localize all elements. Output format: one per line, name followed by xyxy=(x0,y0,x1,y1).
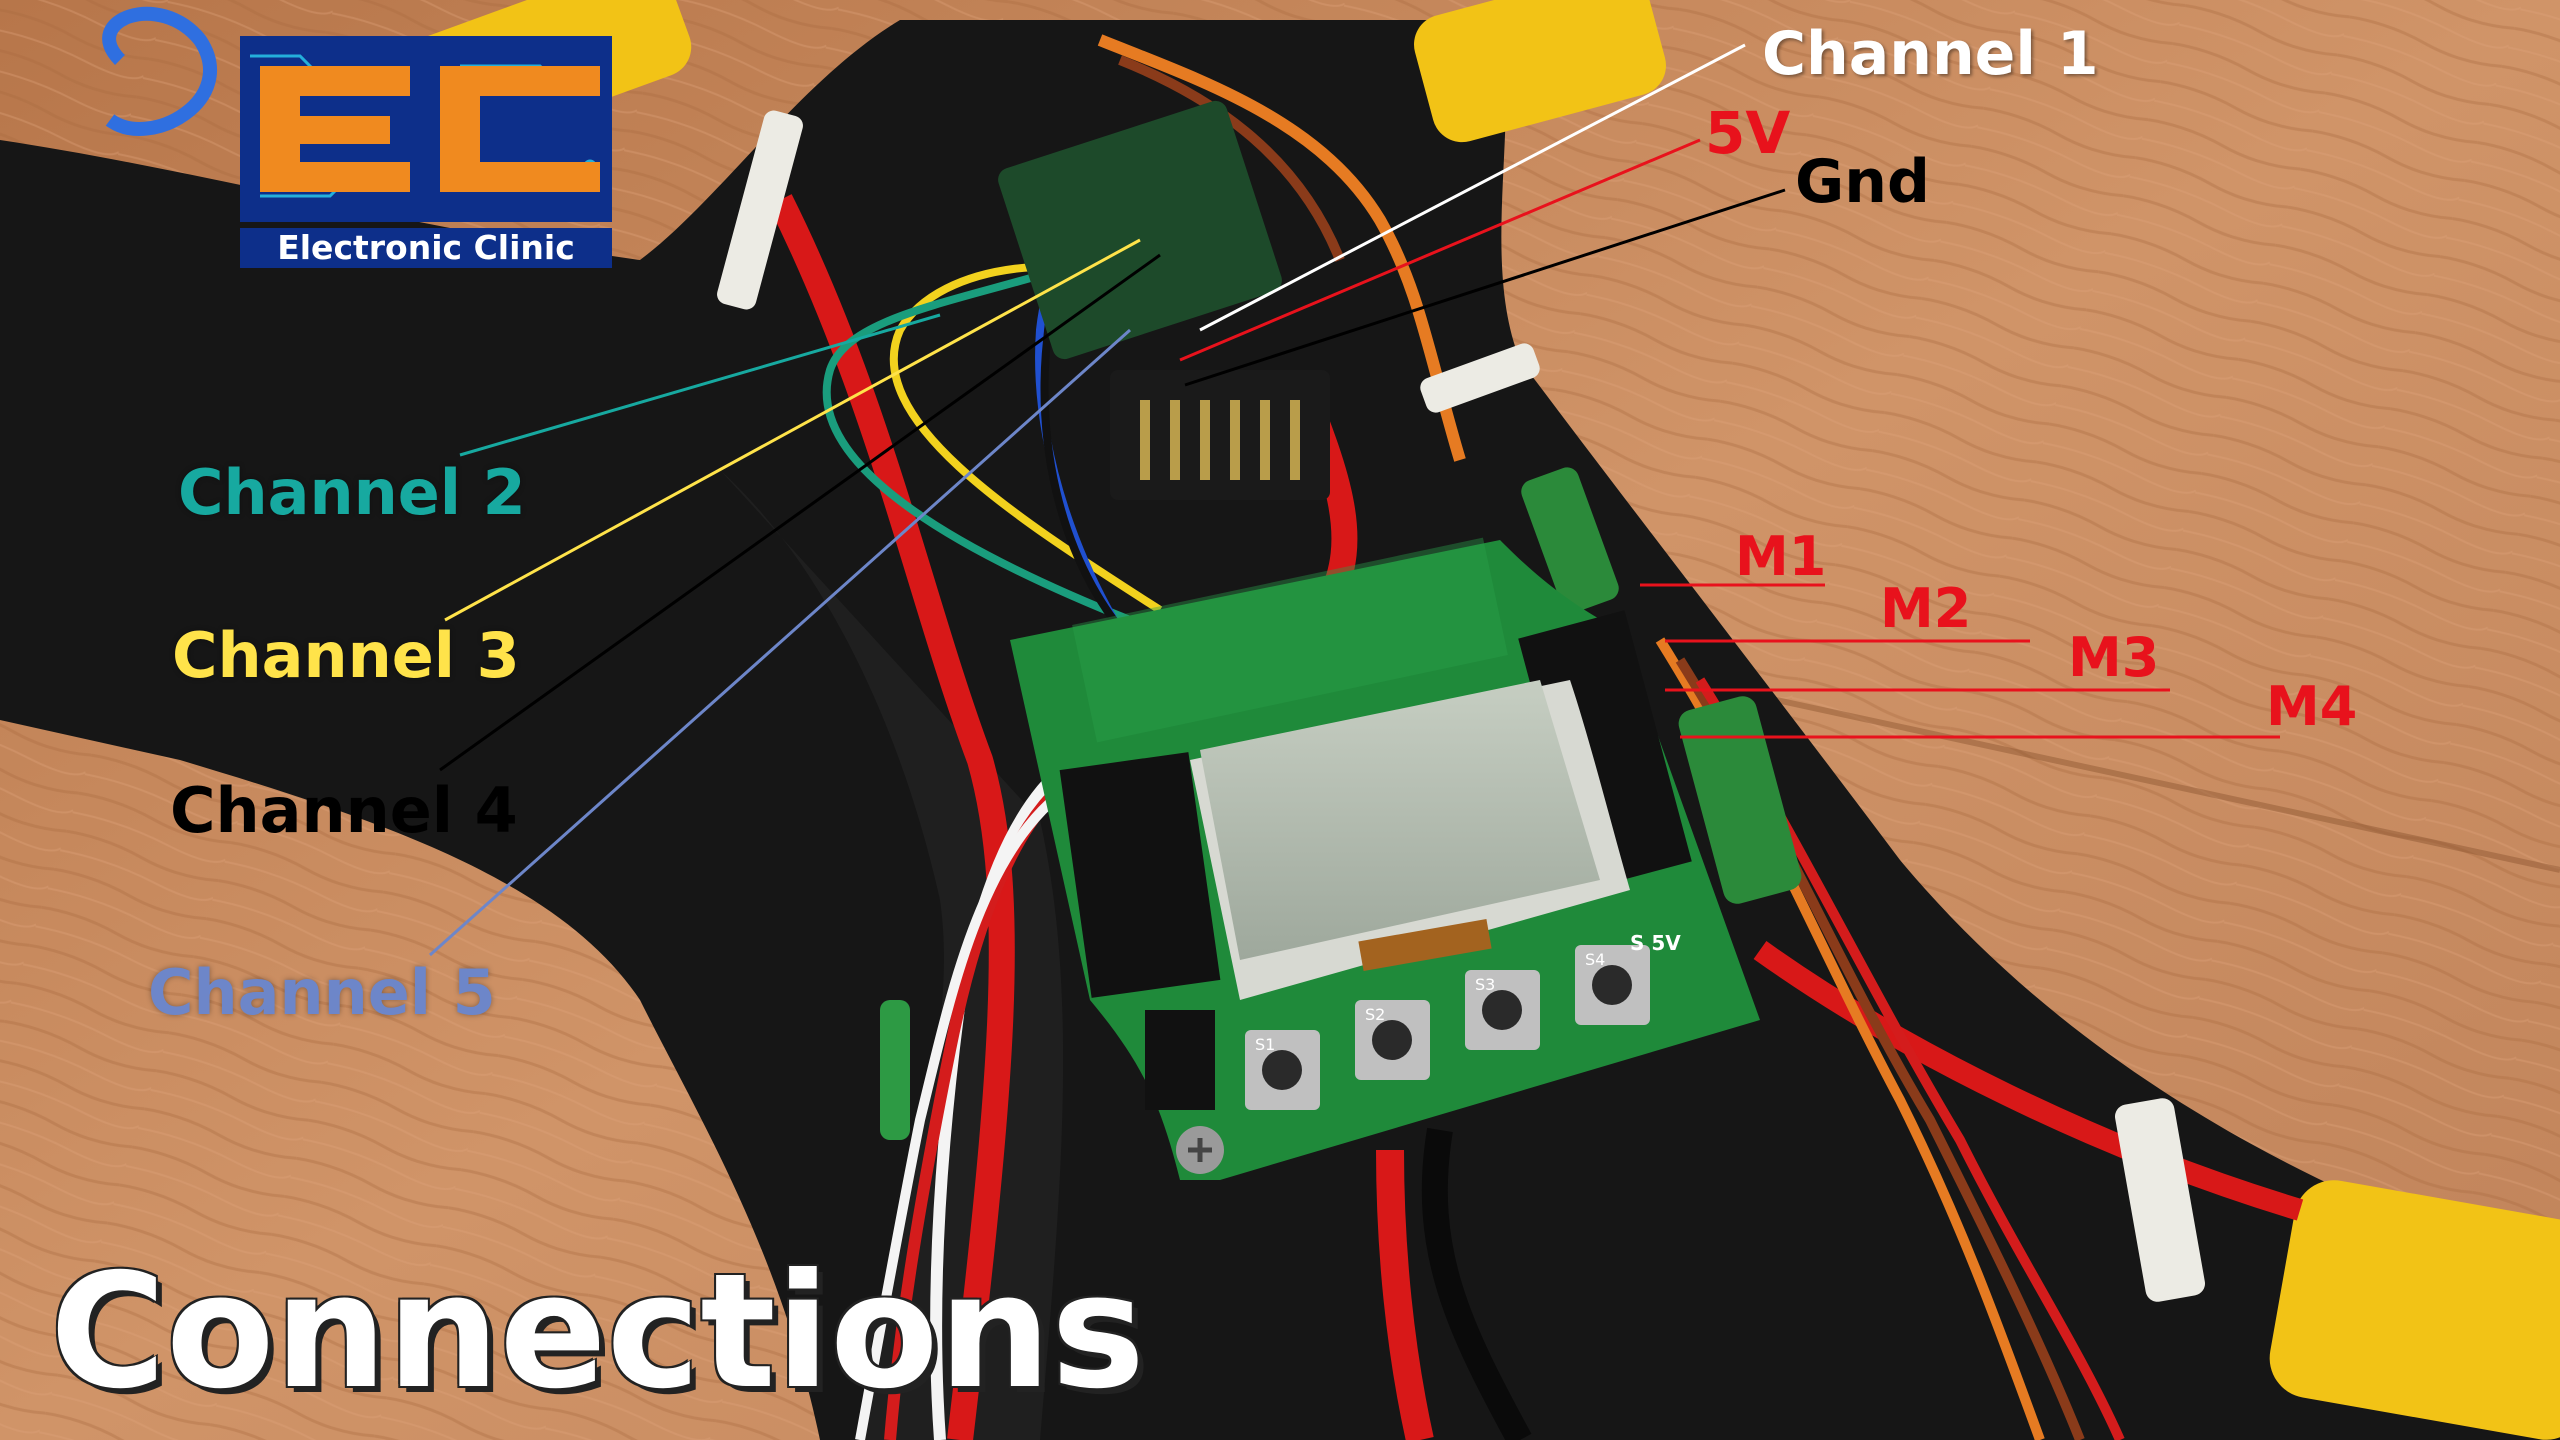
wire-white-left-2 xyxy=(855,775,1083,1440)
pointer-channel5 xyxy=(429,328,1131,957)
label-channel-1: Channel 1 xyxy=(1762,19,2099,89)
cable-tie-3 xyxy=(2114,1098,2206,1302)
cable-tie-2 xyxy=(1420,343,1540,413)
pointer-5v xyxy=(1179,138,1701,362)
wire-blue-top-left xyxy=(102,6,217,136)
screw-cross xyxy=(1188,1138,1212,1162)
push-buttons xyxy=(1245,945,1650,1110)
page-title: Connections xyxy=(50,1240,1146,1424)
button-label-s2: S2 xyxy=(1365,1005,1385,1024)
power-wire-black xyxy=(1421,1127,1532,1440)
green-tape-2 xyxy=(1678,696,1802,904)
pointer-channel3 xyxy=(444,238,1141,622)
label-gnd: Gnd xyxy=(1795,147,1930,217)
input-header-block xyxy=(1059,752,1221,998)
esc-bottom-right xyxy=(2269,1180,2560,1440)
esc-top-right xyxy=(1414,0,1666,143)
receiver-header xyxy=(1110,370,1330,500)
lcd-ribbon xyxy=(1358,918,1492,972)
pcb-highlight xyxy=(1072,537,1508,743)
bottom-header-block xyxy=(1145,1010,1215,1110)
label-m3: M3 xyxy=(2068,626,2160,689)
button-label-s3: S3 xyxy=(1475,975,1495,994)
pointer-channel4 xyxy=(439,253,1161,772)
label-channel-3: Channel 3 xyxy=(172,619,520,692)
green-sleeve-left xyxy=(880,1000,910,1140)
receiver-pins xyxy=(1140,400,1300,480)
button-label-s4: S4 xyxy=(1585,950,1605,969)
lcd-screen xyxy=(1200,680,1600,960)
wire-orange-top xyxy=(1097,34,1466,462)
motor-header-block xyxy=(1518,610,1692,890)
label-channel-2: Channel 2 xyxy=(178,456,526,529)
label-m1: M1 xyxy=(1735,525,1827,588)
pointer-gnd xyxy=(1184,188,1786,387)
wire-brown-top xyxy=(1118,55,1345,262)
pointer-channel2 xyxy=(459,313,941,457)
logo-text: Electronic Clinic xyxy=(240,228,612,268)
label-5v: 5V xyxy=(1705,99,1791,167)
logo-ec-mark xyxy=(240,36,612,222)
green-tape-1 xyxy=(1521,467,1619,613)
power-wire-red xyxy=(768,194,1015,1440)
annotation-lines xyxy=(429,43,2280,957)
label-channel-5: Channel 5 xyxy=(148,956,496,1029)
cable-tie-1 xyxy=(717,110,803,310)
electronic-clinic-logo: Electronic Clinic xyxy=(240,36,612,268)
wire-teal-rx xyxy=(822,246,1132,624)
label-channel-4: Channel 4 xyxy=(170,774,518,847)
pointer-channel1 xyxy=(1199,43,1746,332)
power-wire-red-3 xyxy=(1376,1149,1434,1440)
button-label-s1: S1 xyxy=(1255,1035,1275,1054)
power-wire-red-4 xyxy=(1753,941,2304,1221)
label-m4: M4 xyxy=(2266,675,2358,738)
label-m2: M2 xyxy=(1880,577,1972,640)
header-label-s5v: S 5V xyxy=(1630,931,1681,955)
receiver-module xyxy=(998,100,1282,360)
